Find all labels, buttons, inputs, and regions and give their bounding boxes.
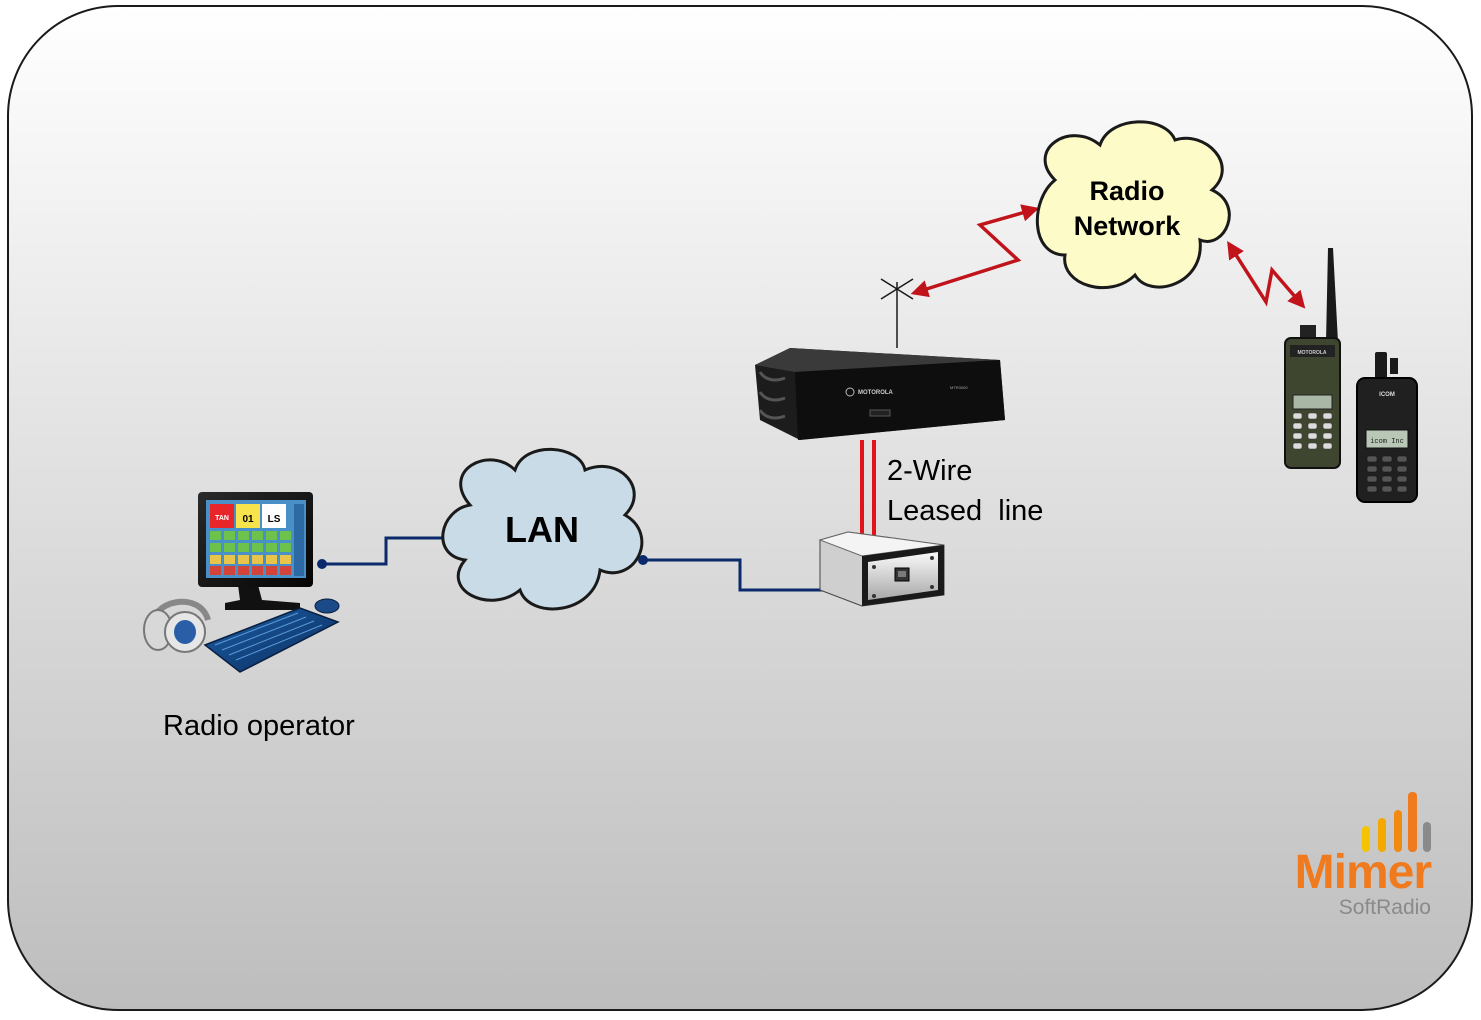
gateway-box-icon xyxy=(818,531,945,607)
base-station-brand: MOTOROLA xyxy=(858,390,894,396)
handheld-2-screen: icom Inc xyxy=(1370,438,1404,446)
radio-network-cloud xyxy=(1035,120,1231,290)
console-cell-tan: TAN xyxy=(215,515,229,522)
two-wire-label: 2-Wire xyxy=(887,455,972,487)
logo-brand: Mimer xyxy=(1295,846,1432,899)
handheld-2-brand: ICOM xyxy=(1379,392,1395,398)
lan-link-operator xyxy=(322,536,450,566)
base-station-icon: MOTOROLA MTR3000 xyxy=(755,348,1005,440)
lan-label: LAN xyxy=(505,509,579,550)
radio-network-label-line2: Network xyxy=(1074,211,1182,241)
leased-line xyxy=(860,440,876,540)
handheld-1-brand: MOTOROLA xyxy=(1297,350,1326,356)
base-station-model: MTR3000 xyxy=(950,385,968,390)
lan-link-gateway xyxy=(643,558,836,592)
handheld-radio-icom-icon: ICOM icom Inc xyxy=(1356,352,1418,503)
console-cell-ls: LS xyxy=(268,514,281,525)
radio-link-base-station xyxy=(910,204,1040,298)
monitor-stand xyxy=(225,585,300,610)
radio-network-label-line1: Radio xyxy=(1089,176,1164,206)
handheld-radio-motorola-icon: MOTOROLA xyxy=(1284,248,1341,469)
signal-bars-icon xyxy=(1362,792,1431,852)
lan-cloud xyxy=(441,447,644,611)
radio-link-handheld xyxy=(1227,241,1306,309)
radio-operator-workstation: TAN 01 LS xyxy=(143,492,340,673)
antenna-icon xyxy=(880,278,914,348)
console-cell-01: 01 xyxy=(242,514,254,525)
mimer-softradio-logo: Mimer SoftRadio xyxy=(1295,792,1432,919)
radio-operator-label: Radio operator xyxy=(163,710,355,742)
leased-line-label: Leased line xyxy=(887,495,1043,527)
keyboard-icon xyxy=(203,607,340,673)
mouse-icon xyxy=(314,598,340,614)
logo-product: SoftRadio xyxy=(1339,896,1431,919)
headset-icon xyxy=(143,598,211,653)
console-screen: TAN 01 LS xyxy=(206,500,306,578)
